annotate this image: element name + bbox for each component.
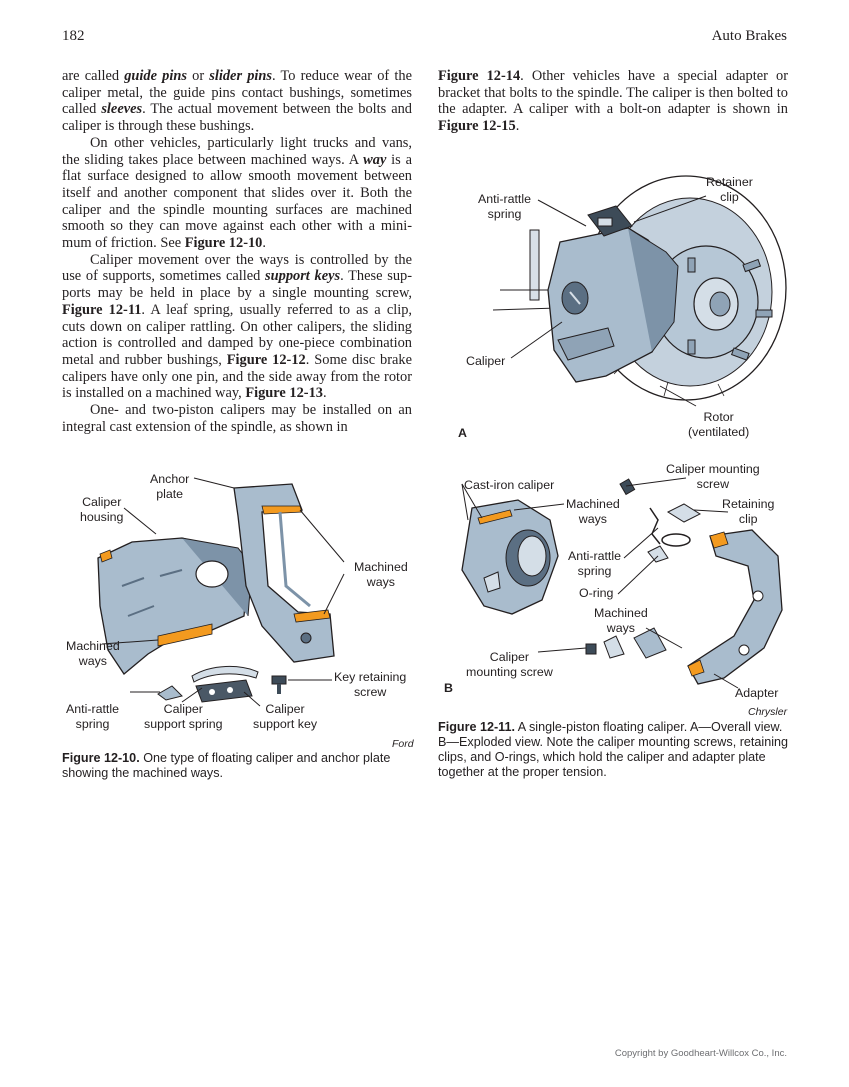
- text-run: . The actual movement between the bolts …: [62, 101, 412, 135]
- text-run: are called: [62, 68, 125, 84]
- text-run: . To reduce wear of the caliper metal, t…: [62, 68, 412, 118]
- label-part-a: A: [458, 426, 467, 440]
- figure-reference: Figure 12-13: [245, 385, 323, 402]
- text-run: . Some disc brake calipers have only one…: [62, 351, 412, 402]
- label-o-ring: O-ring: [579, 586, 614, 600]
- figure-reference: Figure 12-10: [184, 235, 263, 252]
- key-term: way: [363, 151, 387, 168]
- caption-label: Figure 12-11.: [438, 720, 515, 734]
- anchor-plate-illustration: [233, 483, 335, 663]
- caption-text: A single-piston floating caliper. A—Over…: [438, 720, 789, 779]
- label-part-b: B: [444, 681, 453, 695]
- figure-reference: Figure 12-12: [226, 351, 306, 368]
- text-run: On other vehicles, particularly light tr…: [62, 134, 412, 168]
- figure-reference: Figure 12-11: [62, 301, 142, 318]
- exploded-caliper-illustration: [461, 477, 783, 689]
- body-column-right: Figure 12-14. Other vehicles have a spec…: [438, 68, 788, 135]
- paragraph: are called guide pins or slider pins. To…: [62, 68, 412, 135]
- page-number: 182: [62, 28, 85, 44]
- key-term: support keys: [265, 268, 341, 285]
- paragraph: One- and two-piston calipers may be inst…: [62, 402, 412, 435]
- key-term: guide pins: [124, 68, 187, 84]
- label-adapter: Adapter: [735, 686, 779, 700]
- figure-reference: Figure 12-15: [438, 118, 516, 135]
- paragraph: On other vehicles, particularly light tr…: [62, 135, 412, 252]
- text-run: . These sup-ports may be held in place b…: [62, 268, 412, 302]
- caption-label: Figure 12-10.: [62, 751, 140, 765]
- caliper-housing-illustration: [97, 537, 253, 675]
- body-column-left: are called guide pins or slider pins. To…: [62, 68, 412, 435]
- text-run: or: [186, 68, 210, 84]
- key-term: slider pins: [209, 68, 272, 84]
- caption-text: One type of floating caliper and anchor …: [62, 751, 391, 780]
- key-term: sleeves: [101, 101, 143, 118]
- label-rotor: Rotor(ventilated): [688, 410, 750, 439]
- label-caliper: Caliper: [466, 354, 506, 368]
- text-run: Caliper movement over the ways is contro…: [62, 251, 412, 285]
- paragraph: Figure 12-14. Other vehicles have a spec…: [438, 68, 788, 135]
- text-run: .: [262, 235, 266, 252]
- floating-caliper-anchor-plate-illustration: [97, 477, 345, 707]
- figure-12-10-caption: Figure 12-10. One type of floating calip…: [62, 751, 414, 781]
- copyright-notice: Copyright by Goodheart-Willcox Co., Inc.: [614, 1048, 787, 1059]
- text-run: is a flat surface designed to allow smoo…: [62, 151, 412, 252]
- figure-credit-chrysler: Chrysler: [748, 706, 788, 718]
- running-head: Auto Brakes: [711, 28, 787, 44]
- figure-credit-ford: Ford: [392, 738, 414, 750]
- text-run: . A leaf spring, usually referred to as …: [62, 301, 412, 368]
- figure-reference: Figure 12-14: [438, 68, 521, 84]
- text-run: .: [323, 385, 327, 402]
- figure-12-11-caption: Figure 12-11. A single-piston floating c…: [438, 720, 790, 780]
- label-cast-iron-caliper: Cast-iron caliper: [464, 478, 555, 492]
- text-run: . Other vehicles have a special adapter …: [438, 68, 788, 118]
- assembled-caliper-illustration: [492, 175, 787, 407]
- text-run: .: [515, 118, 520, 135]
- paragraph: Caliper movement over the ways is contro…: [62, 252, 412, 402]
- text-run: One- and two-piston calipers may be inst…: [62, 402, 412, 435]
